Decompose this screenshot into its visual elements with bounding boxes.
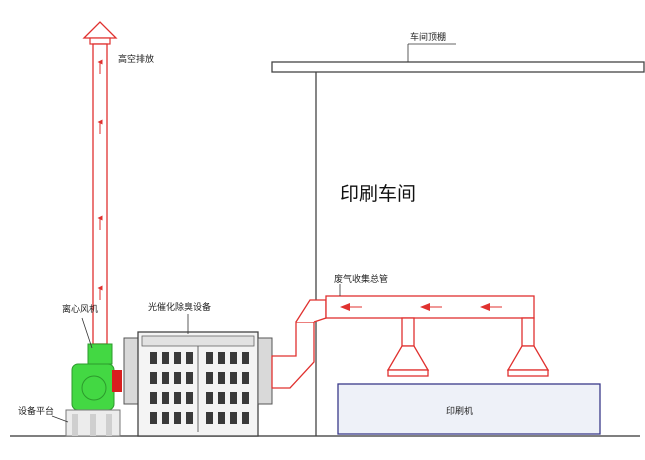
collection-duct bbox=[271, 295, 550, 389]
platform-leader bbox=[51, 415, 69, 423]
printer-label: 印刷机 bbox=[446, 405, 473, 417]
workshop-label: 印刷车间 bbox=[340, 183, 416, 205]
equipment-platform bbox=[65, 409, 121, 437]
workshop-roof bbox=[271, 61, 645, 436]
duct-label: 废气收集总管 bbox=[334, 273, 388, 285]
equipment-label: 光催化除臭设备 bbox=[148, 301, 211, 313]
exhaust-label: 高空排放 bbox=[118, 53, 154, 65]
printing-machine bbox=[337, 383, 601, 435]
fan-leader bbox=[81, 317, 93, 349]
roof-label: 车间顶棚 bbox=[410, 31, 446, 43]
photocatalytic-unit bbox=[123, 331, 273, 437]
fan-label: 离心风机 bbox=[62, 303, 98, 315]
platform-label: 设备平台 bbox=[18, 405, 54, 417]
centrifugal-fan bbox=[71, 343, 122, 411]
exhaust-stack bbox=[82, 21, 118, 345]
duct-flow-arrows bbox=[340, 303, 502, 311]
